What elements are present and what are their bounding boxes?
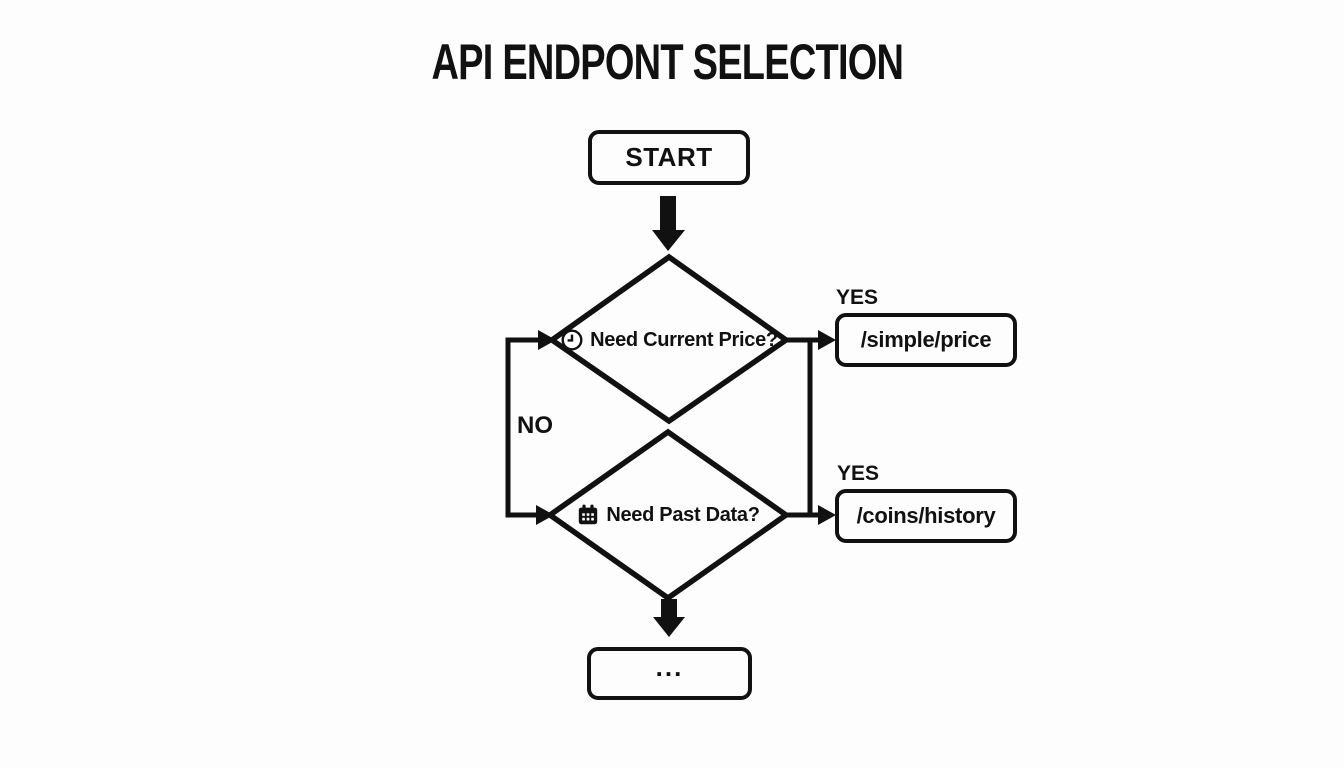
yes-branch-arrowhead-1 <box>818 330 836 350</box>
endpoint-node-simple-price: /simple/price <box>835 313 1017 367</box>
no-label: NO <box>517 412 553 439</box>
decision-diamond-past-data <box>545 428 791 602</box>
no-branch-line <box>505 337 540 518</box>
arrow-decision2-to-end <box>653 599 685 637</box>
decision1-label: Need Current Price? <box>552 320 786 360</box>
start-node: START <box>588 130 750 185</box>
decision1-question: Need Current Price? <box>590 328 778 351</box>
endpoint-label-2: /coins/history <box>856 503 996 528</box>
arrow-start-to-decision1 <box>652 196 685 251</box>
no-branch-arrowhead-bottom <box>536 505 554 525</box>
yes-label-1: YES <box>836 286 879 309</box>
endpoint-node-coins-history: /coins/history <box>835 489 1017 543</box>
no-branch-arrowhead-top <box>538 330 556 350</box>
title-row: API ENDPONT SELECTION <box>0 33 1339 91</box>
decision2-question: Need Past Data? <box>606 503 760 526</box>
decision2-label: Need Past Data? <box>550 495 786 535</box>
yes-label-2: YES <box>837 462 880 485</box>
page-title: API ENDPONT SELECTION <box>431 34 904 90</box>
clock-icon <box>561 329 583 351</box>
end-node: ... <box>587 647 752 700</box>
decision-diamond-current-price <box>547 253 791 425</box>
endpoint-label-1: /simple/price <box>860 327 992 352</box>
start-label: START <box>625 142 713 172</box>
calendar-icon <box>579 504 598 525</box>
end-label: ... <box>655 652 684 682</box>
yes-branch-arrowhead-2 <box>818 505 836 525</box>
